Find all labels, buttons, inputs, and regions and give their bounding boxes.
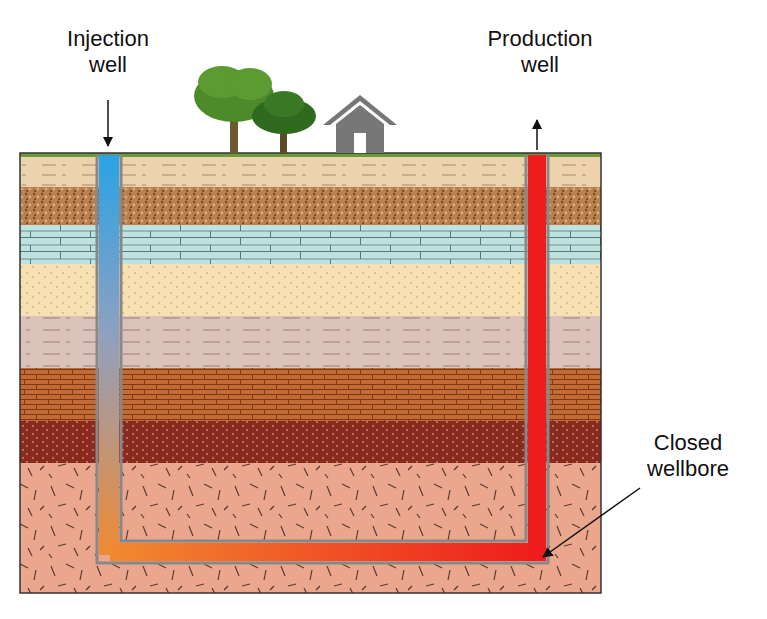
tree-crown [264, 91, 304, 117]
house-door [354, 133, 366, 153]
well-label: Injection well [53, 26, 163, 78]
injection-pipe [99, 155, 119, 555]
production-pipe [528, 155, 546, 561]
well-label: Production well [478, 26, 603, 78]
house-body [336, 105, 384, 153]
callout-label: Closed wellbore [633, 430, 743, 482]
rock-layers [20, 153, 601, 593]
surface-scene [194, 66, 397, 154]
section-border [20, 153, 601, 593]
flow-arrow [536, 120, 538, 150]
tree-crown [228, 68, 272, 100]
flow-arrows [108, 100, 640, 557]
casing-outline [121, 155, 526, 541]
horizontal-pipe [110, 543, 540, 561]
flow-arrow [107, 100, 109, 146]
leader-line [543, 488, 640, 557]
wellbore [97, 155, 548, 563]
casing-outline [97, 155, 548, 563]
